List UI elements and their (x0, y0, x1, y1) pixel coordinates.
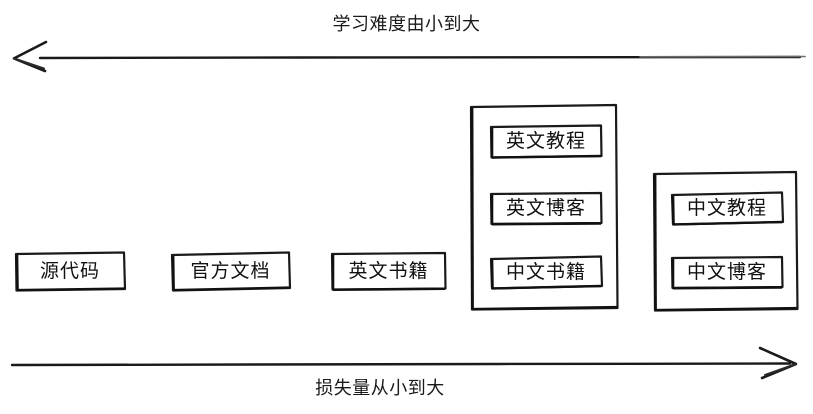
node-english-books[interactable]: 英文书籍 (330, 251, 447, 292)
node-label: 中文博客 (686, 260, 767, 283)
node-label: 官方文档 (190, 259, 271, 282)
group-chinese-resources[interactable]: 中文教程 中文博客 (651, 170, 799, 312)
node-label: 英文书籍 (348, 259, 429, 282)
difficulty-axis-arrow (12, 40, 806, 73)
node-official-docs[interactable]: 官方文档 (170, 251, 292, 292)
node-label: 英文教程 (505, 129, 586, 152)
loss-axis-arrow (10, 346, 798, 380)
node-label: 英文博客 (505, 196, 586, 219)
node-label: 中文书籍 (505, 260, 586, 283)
node-source-code[interactable]: 源代码 (14, 251, 127, 292)
node-label: 源代码 (39, 259, 100, 282)
bottom-axis-label: 损失量从小到大 (315, 378, 445, 399)
node-label: 中文教程 (686, 196, 767, 219)
top-axis-label: 学习难度由小到大 (332, 14, 481, 35)
group-english-resources[interactable]: 英文教程 英文博客 中文书籍 (468, 103, 619, 311)
node-chinese-tutorial[interactable]: 中文教程 (670, 191, 785, 226)
node-english-tutorial[interactable]: 英文教程 (489, 124, 603, 159)
node-english-blog[interactable]: 英文博客 (489, 191, 603, 226)
node-chinese-blog[interactable]: 中文博客 (670, 255, 784, 290)
node-chinese-books[interactable]: 中文书籍 (489, 255, 604, 290)
